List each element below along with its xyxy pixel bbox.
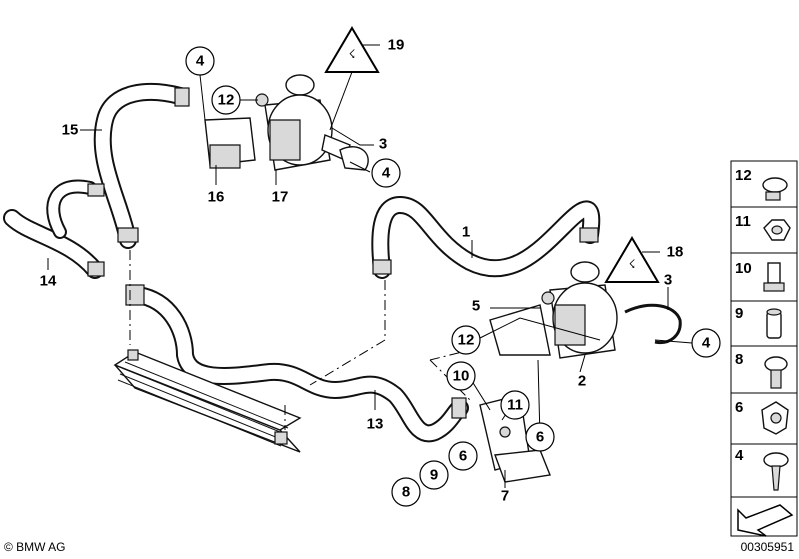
- callout-4-mid[interactable]: 4: [371, 158, 401, 188]
- callout-4-right[interactable]: 4: [691, 328, 721, 358]
- label-3-top: 3: [379, 136, 387, 153]
- svg-text:12: 12: [735, 167, 752, 184]
- side-item-11[interactable]: 11: [735, 213, 791, 241]
- sleeve-icon: [766, 311, 782, 339]
- warning-hand-icon: ☇: [349, 47, 356, 61]
- hose-1-connector-end: [579, 227, 599, 243]
- hose-14-connector: [87, 261, 105, 277]
- diagram-number: 00305951: [741, 540, 795, 554]
- side-item-8[interactable]: 8: [735, 351, 788, 389]
- svg-text:9: 9: [430, 467, 438, 484]
- clamp-top-right[interactable]: [339, 146, 369, 171]
- side-item-12[interactable]: 12: [735, 167, 788, 201]
- svg-text:4: 4: [196, 53, 205, 70]
- label-16: 16: [208, 189, 225, 206]
- callout-6b[interactable]: 6: [448, 441, 478, 471]
- copyright-text: © BMW AG: [4, 540, 66, 554]
- warning-label-18[interactable]: ☇: [604, 236, 660, 283]
- side-item-4[interactable]: 4: [735, 447, 789, 491]
- side-item-10[interactable]: 10: [735, 260, 785, 292]
- callout-11[interactable]: 11: [500, 390, 530, 420]
- bracket-5[interactable]: [489, 304, 551, 356]
- hose-13-connector: [125, 284, 145, 306]
- hose-14[interactable]: [3, 179, 105, 279]
- hose-15[interactable]: [93, 82, 190, 249]
- label-5: 5: [472, 298, 480, 315]
- label-13: 13: [367, 416, 384, 433]
- callout-9[interactable]: 9: [419, 460, 449, 490]
- svg-text:11: 11: [507, 397, 523, 414]
- callout-12-mid[interactable]: 12: [451, 325, 481, 355]
- svg-text:4: 4: [382, 165, 391, 182]
- svg-text:12: 12: [218, 92, 235, 109]
- bracket-16[interactable]: [204, 117, 256, 169]
- label-15: 15: [62, 122, 79, 139]
- svg-text:6: 6: [735, 399, 743, 416]
- svg-text:6: 6: [459, 448, 467, 465]
- side-item-9[interactable]: 9: [735, 305, 782, 339]
- self-tapping-screw-icon: [763, 452, 789, 468]
- svg-text:8: 8: [735, 351, 743, 368]
- side-panel: 12 11 10 9 8 6 4: [730, 160, 798, 537]
- auxiliary-cooler[interactable]: [113, 349, 302, 453]
- svg-text:4: 4: [735, 447, 744, 464]
- label-17: 17: [272, 189, 289, 206]
- svg-text:9: 9: [735, 305, 743, 322]
- svg-text:10: 10: [453, 368, 470, 385]
- clamp-3[interactable]: [624, 303, 682, 345]
- hose-15-connector: [117, 227, 139, 243]
- side-item-6[interactable]: 6: [735, 399, 789, 435]
- hose-13[interactable]: [125, 284, 469, 443]
- water-pump-top[interactable]: [255, 74, 351, 171]
- callout-8[interactable]: 8: [391, 477, 421, 507]
- svg-text:8: 8: [402, 484, 410, 501]
- label-1: 1: [462, 224, 470, 241]
- label-19: 19: [388, 37, 405, 54]
- hose-15-connector-top: [174, 87, 190, 107]
- hose-14-clamp: [87, 183, 105, 197]
- callout-4-top[interactable]: 4: [185, 46, 215, 76]
- label-18: 18: [667, 244, 684, 261]
- svg-text:11: 11: [735, 213, 751, 230]
- label-7: 7: [501, 488, 509, 505]
- callout-10[interactable]: 10: [446, 361, 476, 391]
- bolt-icon: [767, 262, 781, 284]
- direction-arrow-icon: [737, 504, 794, 537]
- hose-1-connector: [372, 259, 392, 275]
- svg-text:10: 10: [735, 260, 752, 277]
- warning-label-19[interactable]: ☇: [324, 26, 380, 73]
- screw-icon: [764, 356, 788, 372]
- svg-text:12: 12: [458, 332, 475, 349]
- svg-text:6: 6: [536, 429, 544, 446]
- callout-6a[interactable]: 6: [525, 422, 555, 452]
- callout-12-top[interactable]: 12: [211, 85, 241, 115]
- hose-1[interactable]: [371, 196, 601, 279]
- warning-hand-icon: ☇: [629, 257, 636, 271]
- label-14: 14: [40, 273, 57, 290]
- label-2: 2: [578, 373, 586, 390]
- label-3-mid: 3: [664, 272, 672, 289]
- water-pump-middle[interactable]: [541, 261, 618, 359]
- svg-text:4: 4: [702, 335, 711, 352]
- hose-clamp-icon: [762, 177, 788, 193]
- hose-13-connector-end: [451, 397, 467, 419]
